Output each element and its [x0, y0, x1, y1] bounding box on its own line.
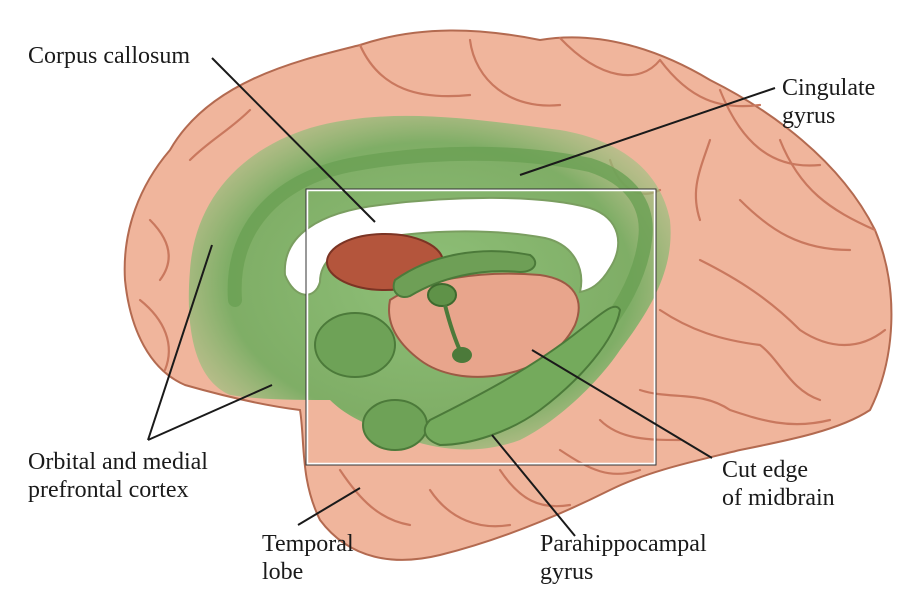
leader-orbital-2 — [148, 385, 272, 440]
temporal-line-1: Temporal — [262, 530, 354, 558]
parahippocampal-line-2: gyrus — [540, 558, 707, 586]
label-corpus-callosum: Corpus callosum — [28, 42, 190, 70]
cingulate-line-1: Cingulate — [782, 74, 875, 102]
mammillary-body — [428, 284, 456, 306]
cut-edge-line-1: Cut edge — [722, 456, 835, 484]
uncus-shape — [363, 400, 427, 450]
label-cingulate-gyrus: Cingulate gyrus — [782, 74, 875, 130]
orbital-line-1: Orbital and medial — [28, 448, 208, 476]
parahippocampal-line-1: Parahippocampal — [540, 530, 707, 558]
corpus-callosum-text: Corpus callosum — [28, 42, 190, 70]
cingulate-line-2: gyrus — [782, 102, 875, 130]
orbital-line-2: prefrontal cortex — [28, 476, 208, 504]
label-parahippocampal-gyrus: Parahippocampal gyrus — [540, 530, 707, 586]
cut-edge-line-2: of midbrain — [722, 484, 835, 512]
label-cut-edge-midbrain: Cut edge of midbrain — [722, 456, 835, 512]
amygdala-shape — [315, 313, 395, 377]
label-temporal-lobe: Temporal lobe — [262, 530, 354, 586]
label-orbital-medial-prefrontal: Orbital and medial prefrontal cortex — [28, 448, 208, 504]
temporal-line-2: lobe — [262, 558, 354, 586]
